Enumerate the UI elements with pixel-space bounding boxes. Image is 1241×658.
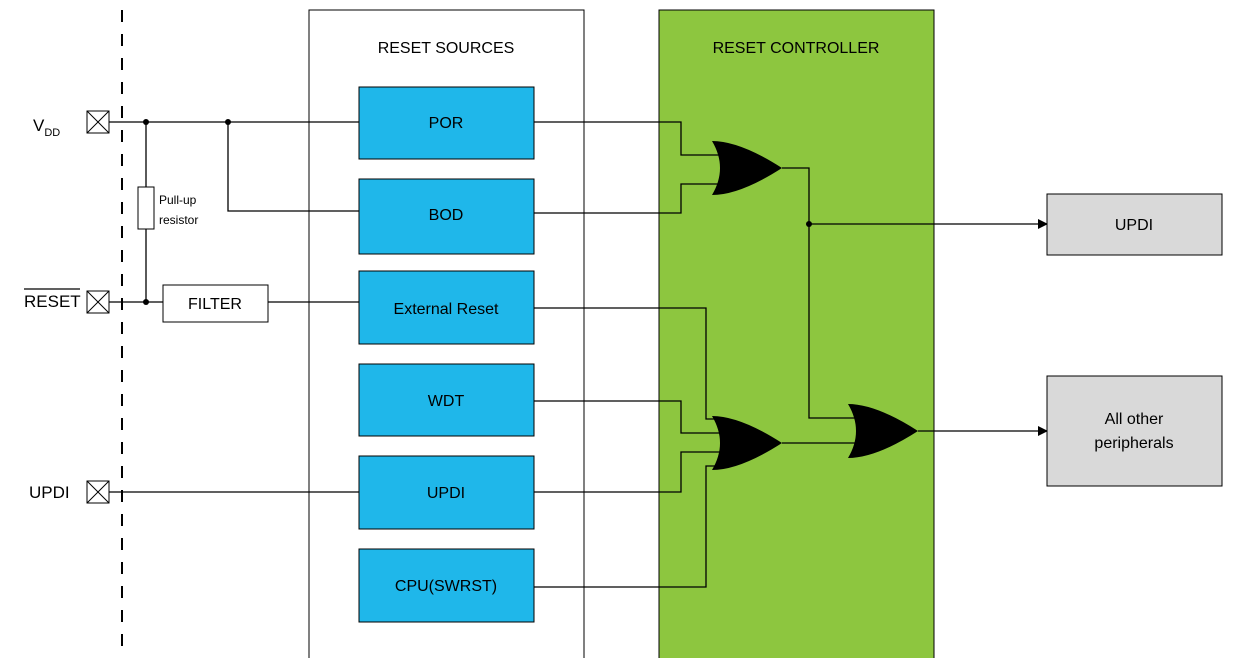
source-label-cpu-swrst: CPU(SWRST)	[395, 578, 497, 595]
pullup-resistor-label: resistor	[159, 213, 198, 227]
junction-dot	[225, 119, 231, 125]
junction-dot	[143, 119, 149, 125]
reset-sources-title: RESET SOURCES	[378, 40, 515, 57]
reset-pin-pad-icon	[86, 290, 110, 314]
updi-pin-label: UPDI	[29, 483, 70, 502]
source-block-wdt: WDT	[358, 363, 535, 437]
source-label-external-reset: External Reset	[394, 301, 499, 318]
input-wiring	[109, 121, 359, 493]
filter-block	[162, 284, 269, 323]
output-block-peripherals: All other peripherals	[1046, 375, 1223, 487]
output-label-updi: UPDI	[1115, 217, 1153, 234]
filter-label: FILTER	[188, 296, 242, 313]
source-label-por: POR	[429, 115, 464, 132]
or-gate-middle-icon	[712, 416, 782, 470]
or-gate-top-icon	[712, 141, 782, 195]
source-label-bod: BOD	[429, 207, 464, 224]
reset-controller-title: RESET CONTROLLER	[713, 40, 880, 57]
output-label-peripherals: All other	[1105, 411, 1164, 428]
source-block-updi: UPDI	[358, 455, 535, 530]
vdd-pin-label: VDD	[33, 116, 60, 139]
junction-dot	[143, 299, 149, 305]
source-block-bod: BOD	[358, 178, 535, 255]
output-label-peripherals: peripherals	[1094, 435, 1173, 452]
source-block-por: POR	[358, 86, 535, 160]
pullup-resistor-label: Pull-up	[159, 193, 197, 207]
or-gate-output-icon	[848, 404, 918, 458]
reset-pin-label: RESET	[24, 292, 81, 311]
updi-pin-pad-icon	[86, 480, 110, 504]
source-label-wdt: WDT	[428, 393, 465, 410]
source-block-cpu-swrst: CPU(SWRST)	[358, 548, 535, 623]
source-block-external-reset: External Reset	[358, 270, 535, 345]
output-block-updi: UPDI	[1046, 193, 1223, 256]
reset-controller-panel	[658, 9, 935, 658]
pullup-resistor	[137, 186, 155, 230]
vdd-pin-pad-icon	[86, 110, 110, 134]
source-label-updi: UPDI	[427, 485, 465, 502]
